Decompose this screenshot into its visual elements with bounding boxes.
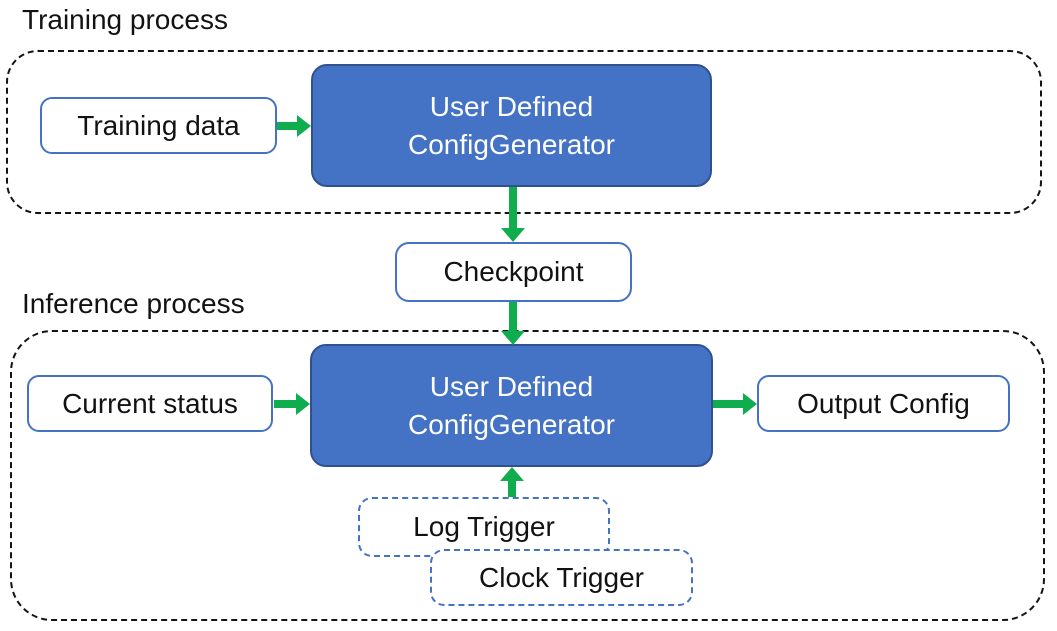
training-data-box: Training data — [40, 97, 277, 154]
inference-process-title: Inference process — [22, 288, 245, 319]
inference-config-generator-box: User Defined ConfigGenerator — [310, 344, 713, 467]
training-config-generator-box: User Defined ConfigGenerator — [311, 64, 712, 187]
output-config-label: Output Config — [797, 387, 970, 419]
training-config-generator-label-line1: User Defined — [429, 90, 594, 122]
arrow-generator-to-checkpoint-icon — [501, 187, 525, 242]
arrow-checkpoint-to-inference-generator-icon — [501, 302, 525, 345]
training-data-label: Training data — [77, 109, 240, 141]
log-trigger-label: Log Trigger — [413, 511, 555, 542]
inference-config-generator-label-line2: ConfigGenerator — [407, 408, 615, 440]
inference-config-generator-label-line1: User Defined — [429, 370, 594, 402]
arrow-training-data-to-generator-icon — [277, 115, 311, 137]
arrow-generator-to-output-config-icon — [713, 393, 757, 415]
arrow-current-status-to-generator-icon — [274, 393, 310, 415]
training-process-container — [6, 50, 1042, 214]
checkpoint-label: Checkpoint — [443, 256, 584, 287]
training-process-title: Training process — [22, 4, 228, 35]
clock-trigger-label: Clock Trigger — [479, 561, 644, 593]
current-status-label: Current status — [62, 387, 238, 419]
clock-trigger-box: Clock Trigger — [430, 549, 693, 606]
output-config-box: Output Config — [757, 375, 1010, 432]
current-status-box: Current status — [27, 375, 273, 432]
log-trigger-box: Log Trigger — [358, 497, 610, 557]
inference-process-container — [10, 330, 1045, 621]
training-config-generator-label-line2: ConfigGenerator — [407, 128, 615, 160]
checkpoint-box: Checkpoint — [395, 242, 632, 302]
